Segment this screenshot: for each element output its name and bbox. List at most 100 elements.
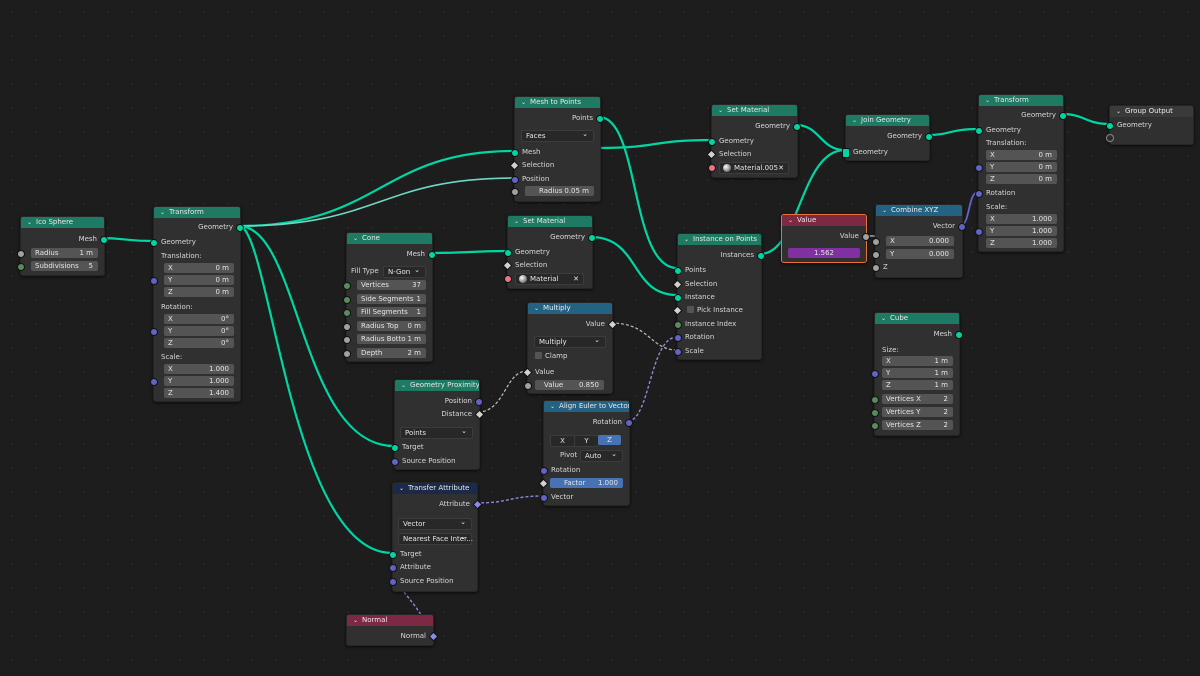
input-socket[interactable] bbox=[871, 422, 879, 430]
output-socket[interactable] bbox=[428, 251, 436, 259]
output-socket[interactable] bbox=[958, 223, 966, 231]
collapse-icon[interactable]: ⌄ bbox=[881, 315, 887, 322]
output-socket[interactable] bbox=[100, 236, 108, 244]
output-socket[interactable] bbox=[862, 233, 870, 241]
input-socket[interactable] bbox=[708, 138, 716, 146]
mapping-dropdown[interactable]: Nearest Face Inter... bbox=[398, 532, 473, 545]
output-socket[interactable] bbox=[955, 331, 963, 339]
output-socket[interactable] bbox=[428, 631, 439, 642]
output-socket[interactable] bbox=[474, 409, 485, 420]
axis-y-button[interactable]: Y bbox=[574, 435, 599, 447]
input-socket[interactable] bbox=[17, 250, 25, 258]
operation-dropdown[interactable]: Multiply bbox=[534, 335, 606, 348]
collapse-icon[interactable]: ⌄ bbox=[985, 97, 991, 104]
input-socket[interactable] bbox=[672, 305, 683, 316]
node-mesh-to-points[interactable]: ⌄Mesh to Points Points Faces Mesh Select… bbox=[509, 96, 604, 202]
output-socket[interactable] bbox=[607, 319, 618, 330]
input-socket[interactable] bbox=[511, 149, 519, 157]
node-header[interactable]: ⌄Normal bbox=[347, 615, 433, 626]
collapse-icon[interactable]: ⌄ bbox=[353, 617, 359, 624]
input-socket[interactable] bbox=[975, 164, 983, 172]
input-socket[interactable] bbox=[522, 367, 533, 378]
node-header[interactable]: ⌄Set Material bbox=[508, 216, 592, 227]
output-socket[interactable] bbox=[475, 398, 483, 406]
input-socket[interactable] bbox=[524, 382, 532, 390]
input-socket[interactable] bbox=[708, 164, 716, 172]
input-socket[interactable] bbox=[343, 350, 351, 358]
node-header[interactable]: ⌄Multiply bbox=[528, 303, 612, 314]
input-socket[interactable] bbox=[389, 551, 397, 559]
axis-z-button[interactable]: Z bbox=[598, 435, 621, 445]
input-socket[interactable] bbox=[674, 267, 682, 275]
node-set-material[interactable]: ⌄Set Material Geometry Geometry Selectio… bbox=[706, 104, 801, 178]
output-socket[interactable] bbox=[925, 133, 933, 141]
node-transform[interactable]: ⌄Transform Geometry Geometry Translation… bbox=[150, 206, 244, 402]
output-socket[interactable] bbox=[757, 252, 765, 260]
input-socket[interactable] bbox=[975, 190, 983, 198]
node-header[interactable]: ⌄Geometry Proximity bbox=[395, 380, 479, 391]
collapse-icon[interactable]: ⌄ bbox=[27, 219, 33, 226]
pivot-dropdown[interactable]: Auto bbox=[580, 449, 623, 462]
collapse-icon[interactable]: ⌄ bbox=[788, 217, 794, 224]
node-header[interactable]: ⌄Group Output bbox=[1110, 106, 1193, 117]
empty-input-socket[interactable] bbox=[1106, 134, 1114, 142]
node-header[interactable]: ⌄Mesh to Points bbox=[515, 97, 600, 108]
node-geometry-proximity[interactable]: ⌄Geometry Proximity Position Distance Po… bbox=[391, 379, 485, 470]
node-group-output[interactable]: ⌄Group Output Geometry bbox=[1106, 105, 1194, 145]
output-socket[interactable] bbox=[236, 224, 244, 232]
input-socket[interactable] bbox=[674, 334, 682, 342]
node-header[interactable]: ⌄Value bbox=[782, 215, 866, 226]
input-socket[interactable] bbox=[343, 296, 351, 304]
output-socket[interactable] bbox=[625, 419, 633, 427]
node-instance-on-points[interactable]: ⌄Instance on Points Instances Points Sel… bbox=[672, 233, 765, 360]
node-transform[interactable]: ⌄Transform Geometry Geometry Translation… bbox=[975, 94, 1067, 252]
input-socket[interactable] bbox=[674, 348, 682, 356]
input-socket[interactable] bbox=[672, 279, 683, 290]
collapse-icon[interactable]: ⌄ bbox=[353, 235, 359, 242]
node-header[interactable]: ⌄Transform bbox=[979, 95, 1063, 106]
input-socket[interactable] bbox=[706, 149, 717, 160]
mode-dropdown[interactable]: Faces bbox=[521, 129, 594, 142]
input-socket[interactable] bbox=[1106, 122, 1114, 130]
collapse-icon[interactable]: ⌄ bbox=[160, 209, 166, 216]
input-socket[interactable] bbox=[511, 188, 519, 196]
input-socket[interactable] bbox=[872, 238, 880, 246]
output-socket[interactable] bbox=[472, 499, 483, 510]
input-socket[interactable] bbox=[343, 323, 351, 331]
node-header[interactable]: ⌄Transfer Attribute bbox=[393, 483, 477, 494]
input-socket[interactable] bbox=[343, 282, 351, 290]
collapse-icon[interactable]: ⌄ bbox=[684, 236, 690, 243]
collapse-icon[interactable]: ⌄ bbox=[852, 117, 858, 124]
value-field[interactable]: 1.562 bbox=[788, 248, 860, 258]
input-socket[interactable] bbox=[343, 309, 351, 317]
input-socket[interactable] bbox=[391, 458, 399, 466]
fill-type-dropdown[interactable]: N-Gon bbox=[383, 265, 426, 278]
node-header[interactable]: ⌄Transform bbox=[154, 207, 240, 218]
pick-instance-checkbox[interactable] bbox=[687, 306, 694, 313]
node-header[interactable]: ⌄Ico Sphere bbox=[21, 217, 104, 228]
